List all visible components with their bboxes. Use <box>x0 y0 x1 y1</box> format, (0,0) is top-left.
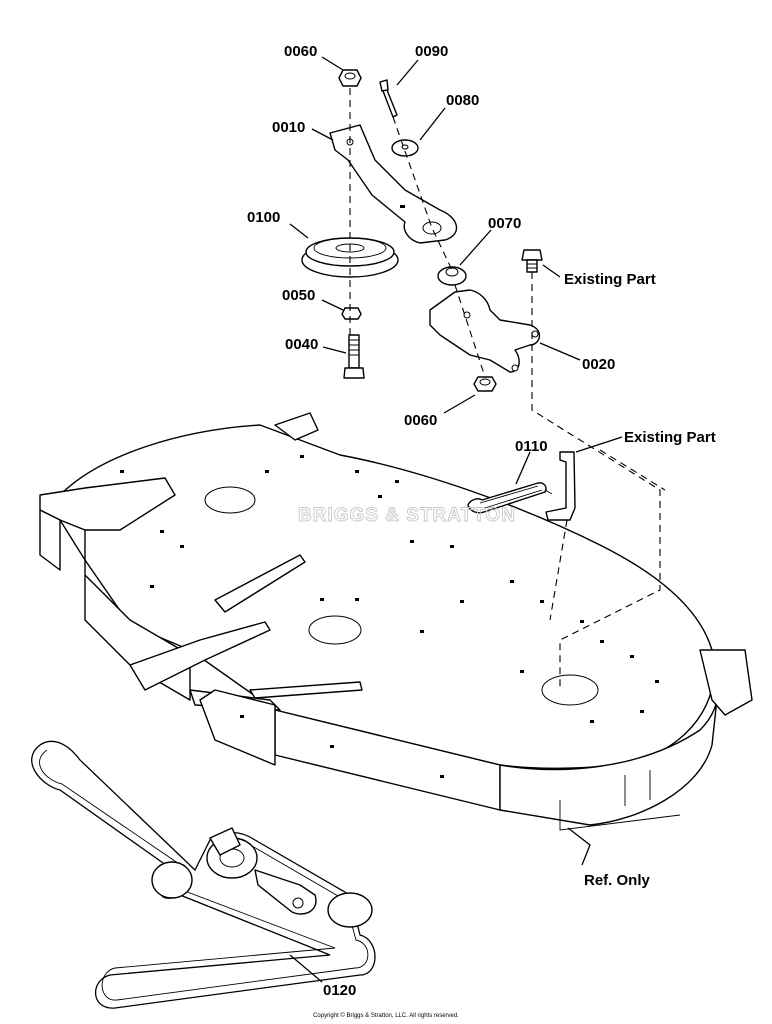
callout-0050: 0050 <box>282 287 315 304</box>
idler-bracket <box>429 289 541 373</box>
callout-0110: 0110 <box>515 438 548 455</box>
bolt-0090 <box>379 79 398 118</box>
nut-0050 <box>341 307 362 320</box>
callout-0100: 0100 <box>247 209 280 226</box>
callout-0060-bottom: 0060 <box>404 412 437 429</box>
watermark-text: BRIGGS & STRATTON <box>298 505 516 526</box>
mower-deck <box>39 412 753 831</box>
nut-top <box>338 69 362 87</box>
note-existing-part-bolt: Existing Part <box>564 271 656 288</box>
note-existing-part-bracket: Existing Part <box>624 429 716 446</box>
spring-bracket <box>545 451 576 521</box>
drive-belt <box>31 740 376 1009</box>
callout-0070: 0070 <box>488 215 521 232</box>
callout-labels: 0060 0090 0080 0010 0100 0070 0050 0040 … <box>247 43 716 999</box>
copyright-notice: Copyright © Briggs & Stratton, LLC. All … <box>313 1013 459 1019</box>
extension-spring <box>467 482 547 514</box>
callout-0120: 0120 <box>323 982 356 999</box>
leader-lines <box>289 56 623 983</box>
nut-bottom <box>473 376 497 392</box>
spring-assembly <box>467 449 666 621</box>
callout-0010: 0010 <box>272 119 305 136</box>
bolt-0040 <box>343 334 365 379</box>
existing-bolt <box>521 249 543 273</box>
callout-0060-top: 0060 <box>284 43 317 60</box>
callout-0040: 0040 <box>285 336 318 353</box>
idler-arm <box>329 124 458 244</box>
callout-0020: 0020 <box>582 356 615 373</box>
washer-0080 <box>391 139 419 157</box>
note-ref-only: Ref. Only <box>584 872 651 889</box>
spacer-0070 <box>437 266 467 286</box>
idler-arm-assembly <box>301 69 661 690</box>
callout-0080: 0080 <box>446 92 479 109</box>
callout-0090: 0090 <box>415 43 448 60</box>
